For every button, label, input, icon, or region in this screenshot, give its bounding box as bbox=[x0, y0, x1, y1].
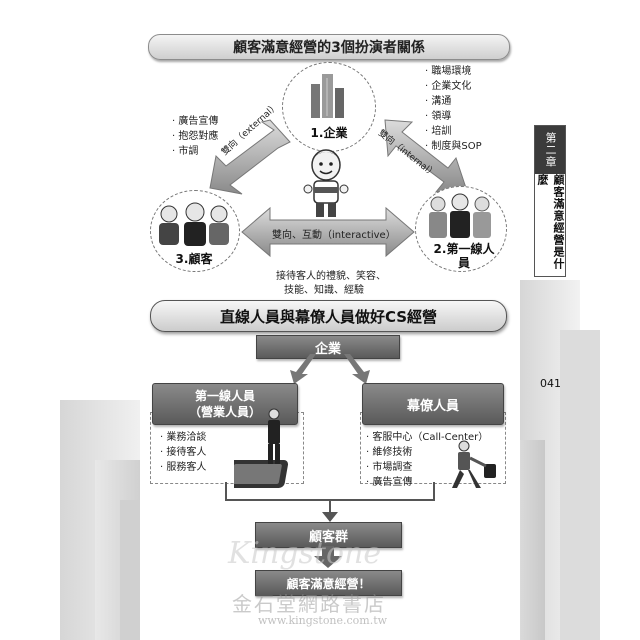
chapter-title: 顧客滿意經營是什麼 bbox=[536, 174, 565, 270]
list-item: 維修技術 bbox=[366, 445, 488, 460]
mascot-figure-icon bbox=[303, 149, 349, 217]
internal-items-list: 職場環境 企業文化 溝通 領導 培訓 制度與SOP bbox=[425, 64, 482, 154]
list-item: 培訓 bbox=[425, 124, 482, 139]
customer-label: 3.顧客 bbox=[175, 252, 213, 266]
list-item: 企業文化 bbox=[425, 79, 482, 94]
page-title: 顧客滿意經營的3個扮演者關係 bbox=[148, 34, 510, 60]
watermark-chinese: 金石堂網路書店 bbox=[232, 592, 386, 616]
frontline-items-list: 業務洽談 接待客人 服務客人 bbox=[160, 430, 206, 475]
list-item: 服務客人 bbox=[160, 460, 206, 475]
relationship-arrows bbox=[209, 119, 467, 258]
interactive-items-list: 接待客人的禮貌、笑容、 技能、知識、經驗 bbox=[276, 270, 386, 298]
page-number: 041 bbox=[540, 377, 561, 390]
frontline-staff-icon bbox=[429, 193, 491, 238]
list-item: 抱怨對應 bbox=[172, 129, 218, 144]
frontline-box-line2: （營業人員） bbox=[188, 405, 261, 419]
list-item: 業務洽談 bbox=[160, 430, 206, 445]
list-item: 客服中心（Call-Center） bbox=[366, 430, 488, 445]
down-arrow-icon bbox=[314, 546, 342, 568]
external-items-list: 廣告宣傳 抱怨對應 市調 bbox=[172, 114, 218, 159]
enterprise-box: 企業 bbox=[256, 335, 400, 359]
list-item: 市場調查 bbox=[366, 460, 488, 475]
list-item: 職場環境 bbox=[425, 64, 482, 79]
list-item: 領導 bbox=[425, 109, 482, 124]
frontline-label: 2.第一線人員 bbox=[433, 242, 495, 270]
split-arrows bbox=[290, 354, 370, 384]
list-item: 廣告宣傳 bbox=[172, 114, 218, 129]
enterprise-label: 1.企業 bbox=[310, 126, 348, 140]
staff-items-list: 客服中心（Call-Center） 維修技術 市場調查 廣告宣傳 bbox=[366, 430, 488, 490]
businessman-on-phone-icon bbox=[234, 408, 289, 488]
frontline-box-line1: 第一線人員 bbox=[194, 389, 255, 403]
list-item: 接待客人的禮貌、笑容、 bbox=[276, 271, 386, 282]
watermark-brand: Kingstone bbox=[228, 536, 382, 571]
list-item: 廣告宣傳 bbox=[366, 475, 488, 490]
list-item: 技能、知識、經驗 bbox=[284, 285, 364, 296]
walking-businessman-icon bbox=[452, 440, 496, 488]
chapter-number: 第二章 bbox=[535, 126, 565, 174]
result-box: 顧客滿意經營！ bbox=[255, 570, 402, 596]
watermark-url: www.kingstone.com.tw bbox=[258, 614, 388, 627]
section-title: 直線人員與幕僚人員做好CS經營 bbox=[150, 300, 507, 332]
connector-lines bbox=[225, 482, 435, 522]
list-item: 接待客人 bbox=[160, 445, 206, 460]
list-item: 制度與SOP bbox=[425, 139, 481, 154]
list-item: 溝通 bbox=[425, 94, 482, 109]
enterprise-building-icon bbox=[311, 74, 344, 118]
list-item: 市調 bbox=[172, 144, 218, 159]
frontline-box: 第一線人員 （營業人員） bbox=[152, 383, 298, 425]
chapter-side-tab: 第二章 顧客滿意經營是什麼 bbox=[534, 125, 566, 277]
customer-group-icon bbox=[159, 202, 229, 246]
bottom-arrow-label: 雙向、互動（interactive） bbox=[272, 230, 396, 241]
staff-box: 幕僚人員 bbox=[362, 383, 504, 425]
